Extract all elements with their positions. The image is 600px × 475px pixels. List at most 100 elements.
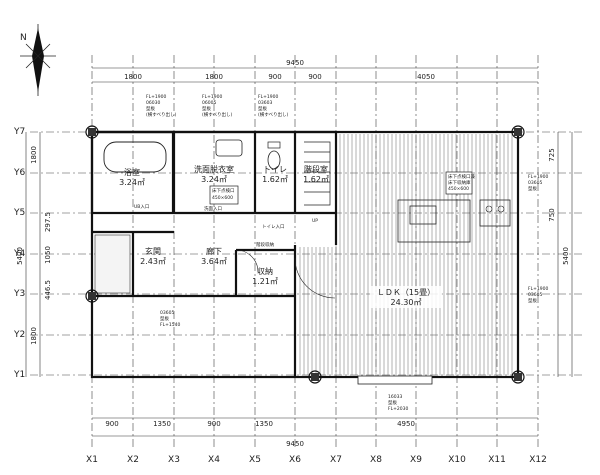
north-compass-icon: N (20, 24, 56, 96)
window-note-1-line1: FL+1900 (146, 94, 166, 100)
note-toilet-entrance: トイレ入口 (262, 224, 285, 230)
structural-columns (85, 125, 525, 384)
note-up: UP (312, 218, 318, 224)
dim-top-4: 900 (308, 73, 321, 81)
dim-bottom-3: 900 (207, 420, 220, 428)
staircase (304, 141, 331, 206)
dim-left-3: 1800 (30, 327, 38, 345)
window-note-3-line3: 型板 (258, 105, 267, 112)
room-bath-area: 3.24㎡ (119, 178, 145, 187)
axis-y2: Y2 (13, 330, 25, 340)
window-note-6-line1: FL+1900 (528, 174, 548, 180)
window-note-2-line4: (横すべり出し) (202, 111, 232, 118)
axis-x1: X1 (86, 455, 98, 465)
room-hall-name: 廊下 (206, 246, 222, 256)
axis-x9: X9 (410, 455, 422, 465)
room-labels: 浴室 3.24㎡ 洗面脱衣室 3.24㎡ トイレ 1.62㎡ 階段室 1.62㎡… (119, 164, 442, 308)
underfloor-hatch (209, 185, 239, 205)
kitchen-counter (397, 199, 471, 243)
axis-y6: Y6 (13, 168, 25, 178)
window-note-6-line3: 型板 (528, 185, 537, 192)
x-axis-labels: X1 X2 X3 X4 X5 X6 X7 X8 X9 X10 X11 X12 (86, 455, 547, 465)
room-bath-name: 浴室 (124, 167, 140, 177)
walls (90, 130, 520, 379)
room-washroom-name: 洗面脱衣室 (194, 164, 234, 174)
window-note-3-line4: (横すべり出し) (258, 111, 288, 118)
dim-right-fine-2: 750 (548, 208, 556, 221)
dim-left-fine-2: 1050 (44, 246, 52, 264)
room-storage-area: 1.21㎡ (252, 277, 278, 286)
room-washroom-area: 3.24㎡ (201, 175, 227, 184)
underfloor-note-2-line1: 床下点検口兼 (448, 173, 475, 180)
room-hall-area: 3.64㎡ (201, 257, 227, 266)
room-entrance-area: 2.43㎡ (140, 257, 166, 266)
underfloor-note-1-line1: 床下点検口 (212, 187, 235, 194)
toilet-icon (267, 150, 281, 170)
door-swing (294, 257, 336, 299)
dim-top-5: 4050 (417, 73, 435, 81)
window-note-5-line3: FL+2030 (388, 406, 408, 412)
room-stairs-name: 階段室 (304, 164, 328, 174)
axis-y1: Y1 (13, 370, 25, 380)
washbasin-icon (215, 139, 243, 157)
dim-left-fine-1: 297.5 (44, 212, 52, 232)
dim-right-total: 5400 (562, 247, 570, 265)
dim-bottom-1: 900 (105, 420, 118, 428)
axis-x6: X6 (289, 455, 301, 465)
dim-top-1: 1800 (124, 73, 142, 81)
window-note-1-line3: 型板 (146, 105, 155, 112)
room-toilet-name: トイレ (263, 165, 287, 174)
cooktop-icon (479, 199, 511, 227)
ldk-flooring-pattern (299, 134, 513, 375)
dim-left-fine-3: 446.5 (44, 280, 52, 300)
window-note-4-line3: FL+1540 (160, 322, 180, 328)
window-note-7-line3: 型板 (528, 297, 537, 304)
axis-x11: X11 (488, 455, 506, 465)
axis-x3: X3 (168, 455, 180, 465)
axis-y4: Y4 (13, 249, 25, 259)
axis-x2: X2 (127, 455, 139, 465)
axis-y5: Y5 (13, 208, 25, 218)
dim-top-3: 900 (268, 73, 281, 81)
axis-x8: X8 (370, 455, 382, 465)
axis-x7: X7 (330, 455, 342, 465)
dim-right-fine-1: 725 (548, 148, 556, 161)
dim-bottom-total: 9450 (286, 440, 304, 448)
window-note-4-line1: 03605 (160, 310, 174, 316)
window-note-6-line2: 03605 (528, 180, 542, 186)
dim-left-1: 1800 (30, 146, 38, 164)
window-note-7-line2: 03605 (528, 292, 542, 298)
note-ub-entrance: UB入口 (134, 204, 149, 210)
room-ldk-area: 24.30㎡ (391, 298, 422, 307)
room-ldk-name: ＬＤＫ（15畳） (377, 288, 435, 297)
compass-label: N (20, 33, 27, 43)
window-note-1-line4: (横すべり出し) (146, 111, 176, 118)
axis-y7: Y7 (13, 127, 25, 137)
axis-x12: X12 (529, 455, 547, 465)
underfloor-storage-hatch (445, 171, 473, 195)
window-note-5-line1: 16033 (388, 394, 402, 400)
window-note-3-line2: 03603 (258, 100, 272, 106)
note-washroom-entrance: 洗面入口 (204, 205, 222, 212)
dim-bottom-2: 1350 (153, 420, 171, 428)
room-toilet-area: 1.62㎡ (262, 175, 288, 184)
bathtub-icon (103, 141, 167, 173)
dim-top-total: 9450 (286, 59, 304, 67)
dim-top-2: 1800 (205, 73, 223, 81)
window-note-2-line2: 06005 (202, 100, 216, 106)
kitchen-sink-icon (409, 205, 437, 225)
window-note-3-line1: FL+1900 (258, 94, 278, 100)
window-note-2-line3: 型板 (202, 105, 211, 112)
room-storage-name: 収納 (257, 266, 273, 276)
fixtures (103, 139, 511, 385)
dimension-lines (25, 67, 573, 437)
window-note-1-line2: 06030 (146, 100, 160, 106)
window-note-5-line2: 型板 (388, 399, 397, 406)
y-axis-labels: Y7 Y6 Y5 Y4 Y3 Y2 Y1 (13, 127, 25, 380)
axis-y3: Y3 (13, 289, 25, 299)
room-stairs-area: 1.62㎡ (303, 175, 329, 184)
axis-x5: X5 (249, 455, 261, 465)
annotation-notes: FL+1900 06030 型板 (横すべり出し) FL+1900 06005 … (134, 94, 548, 412)
underfloor-note-2-line2: 床下収納庫 (448, 179, 471, 186)
